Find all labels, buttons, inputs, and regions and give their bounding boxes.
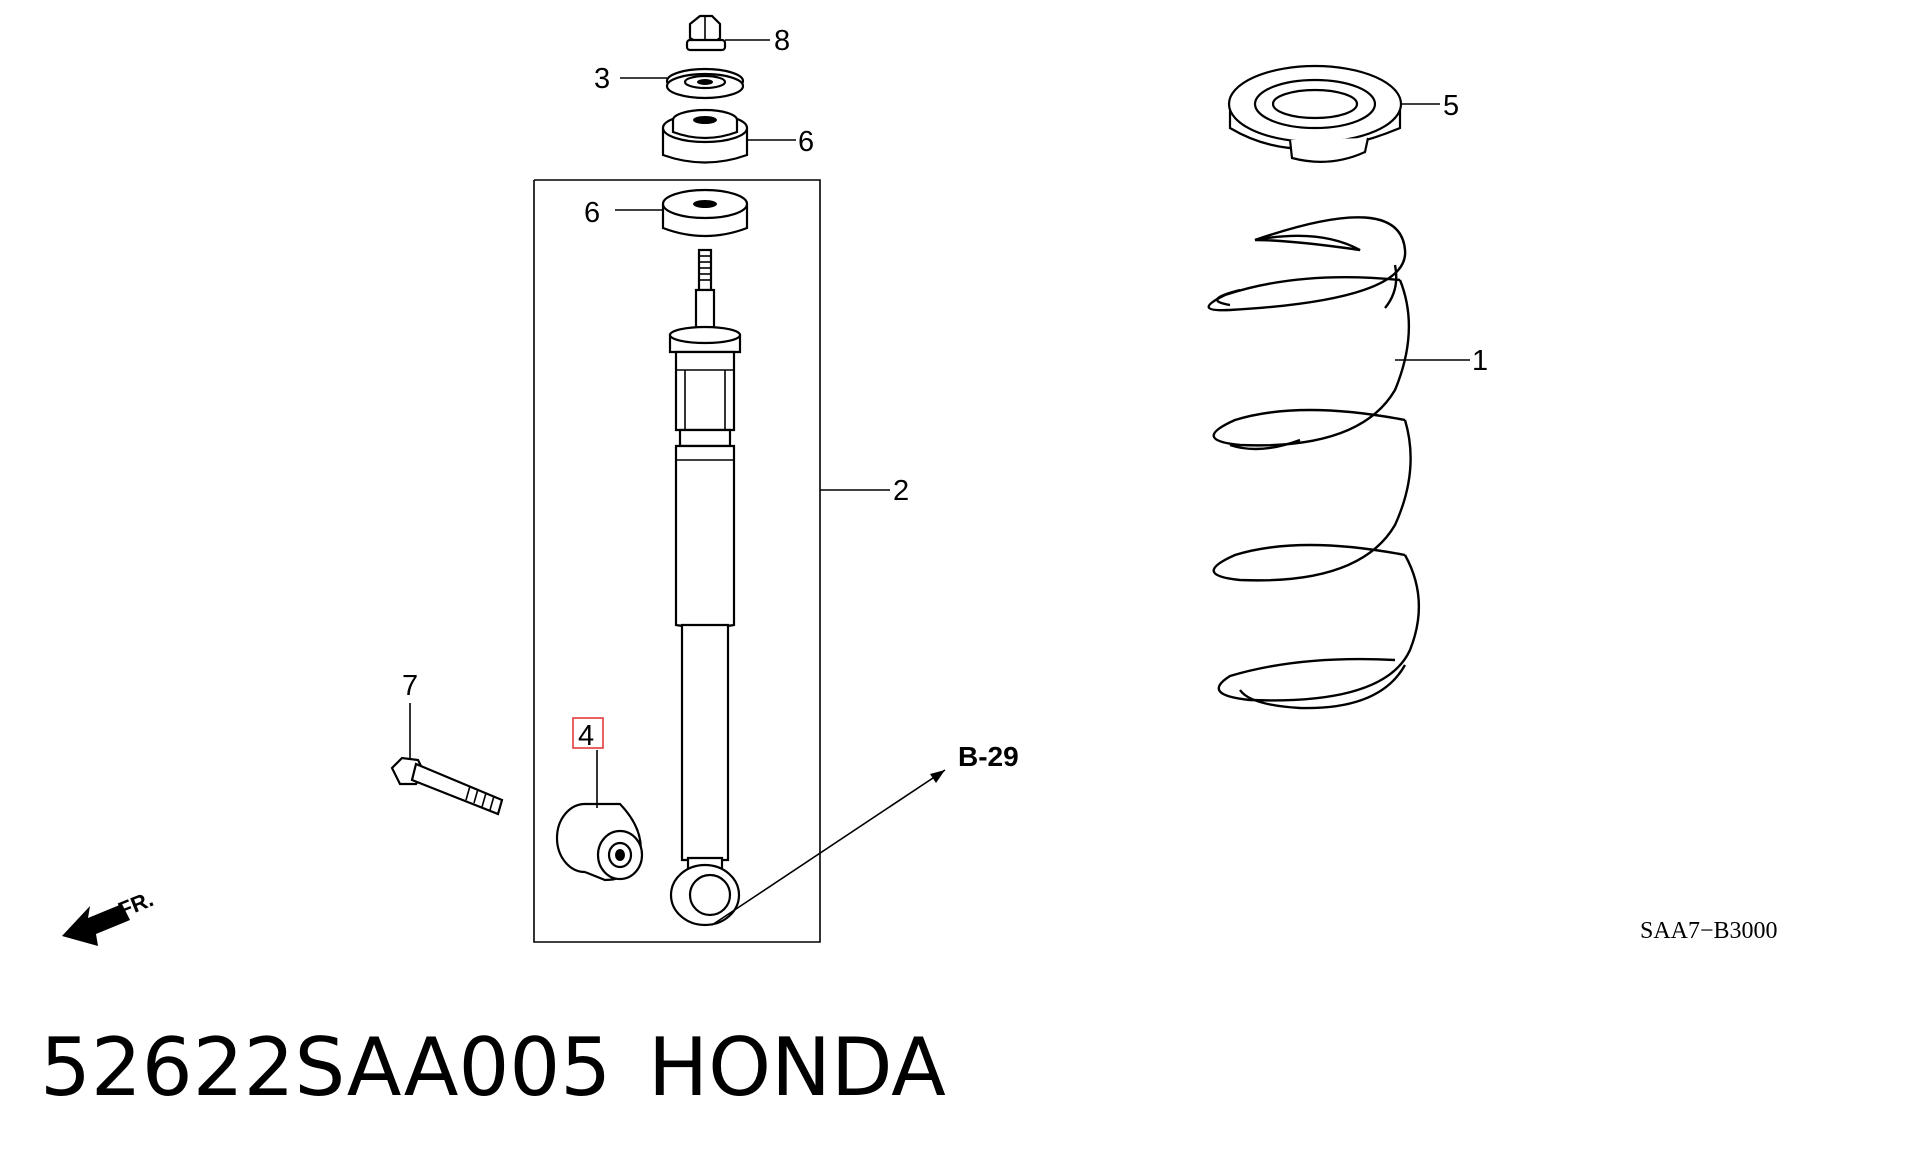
part-7-bolt[interactable] <box>390 703 504 816</box>
callout-6-upper: 6 <box>798 126 814 158</box>
reference-arrow <box>711 769 946 926</box>
part-number: 52622SAA005 <box>40 1021 611 1114</box>
part-6-upper-cushion[interactable] <box>661 108 796 164</box>
callout-7: 7 <box>402 670 418 702</box>
assembly-frame <box>533 179 821 943</box>
callout-8: 8 <box>774 25 790 57</box>
part-8-nut[interactable] <box>685 14 770 52</box>
reference-label[interactable]: B-29 <box>958 741 1019 772</box>
brand-name: HONDA <box>648 1021 946 1114</box>
part-2-shock-absorber[interactable] <box>668 248 890 927</box>
front-label: FR. <box>115 886 157 922</box>
callout-2: 2 <box>893 475 909 507</box>
callout-5: 5 <box>1443 90 1459 122</box>
diagram-code: SAA7−B3000 <box>1640 918 1778 944</box>
part-4-bushing[interactable] <box>555 750 644 882</box>
callout-6-lower: 6 <box>584 197 600 229</box>
part-6-lower-cushion[interactable] <box>615 188 749 238</box>
part-5-spring-seat[interactable] <box>1227 64 1440 163</box>
part-1-coil-spring[interactable] <box>1207 216 1470 710</box>
part-3-washer[interactable] <box>620 67 745 100</box>
callout-3: 3 <box>594 63 610 95</box>
highlight-box <box>572 717 604 749</box>
callout-1: 1 <box>1472 345 1488 377</box>
front-arrow-icon <box>62 904 130 946</box>
callout-4[interactable]: 4 <box>578 720 594 752</box>
